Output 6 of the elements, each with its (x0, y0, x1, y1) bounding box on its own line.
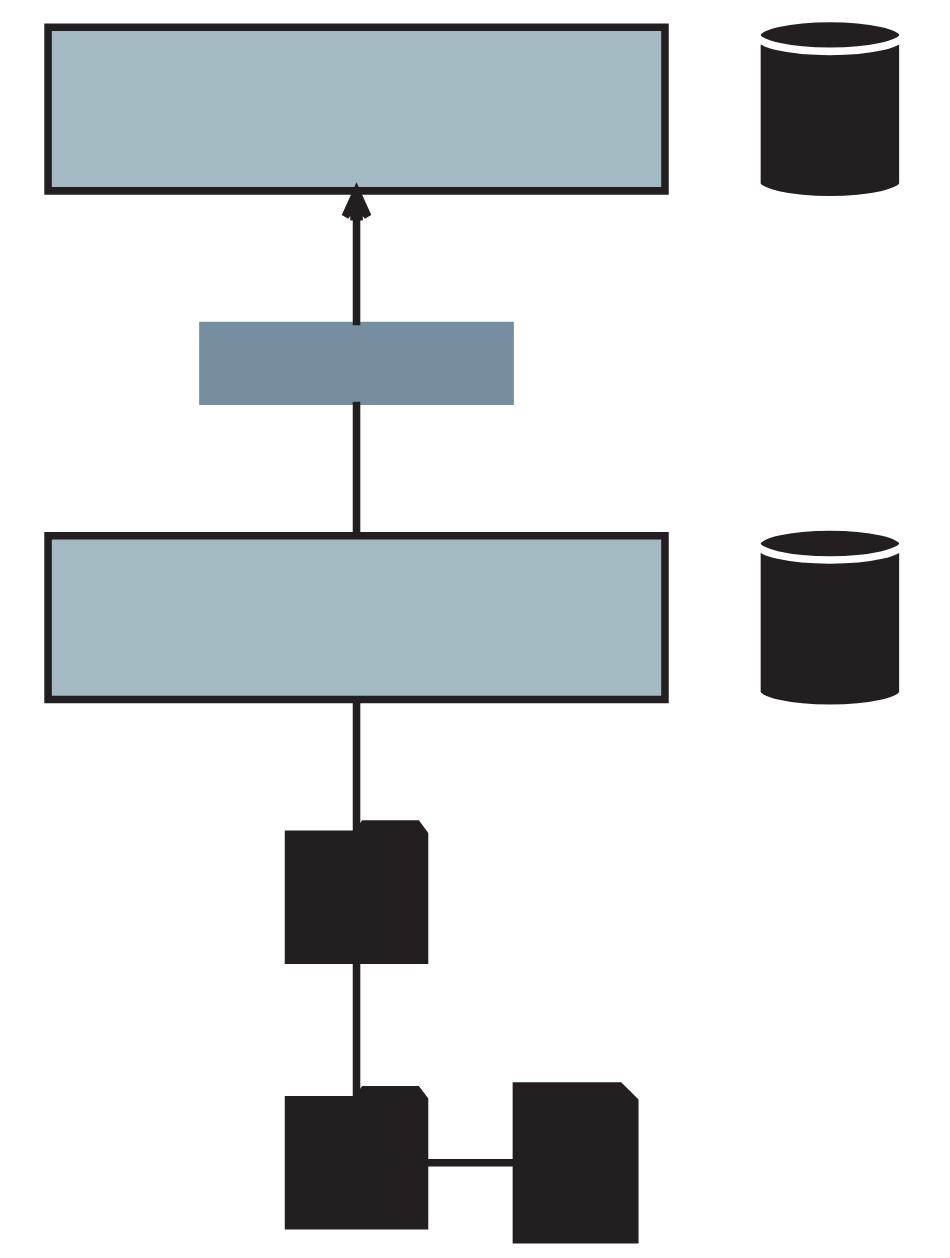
node-bar (198, 321, 514, 405)
node-box (43, 23, 669, 195)
node-folder (284, 1086, 428, 1230)
node-folder (284, 820, 428, 964)
node-box (43, 532, 669, 704)
node-document (512, 1082, 639, 1244)
